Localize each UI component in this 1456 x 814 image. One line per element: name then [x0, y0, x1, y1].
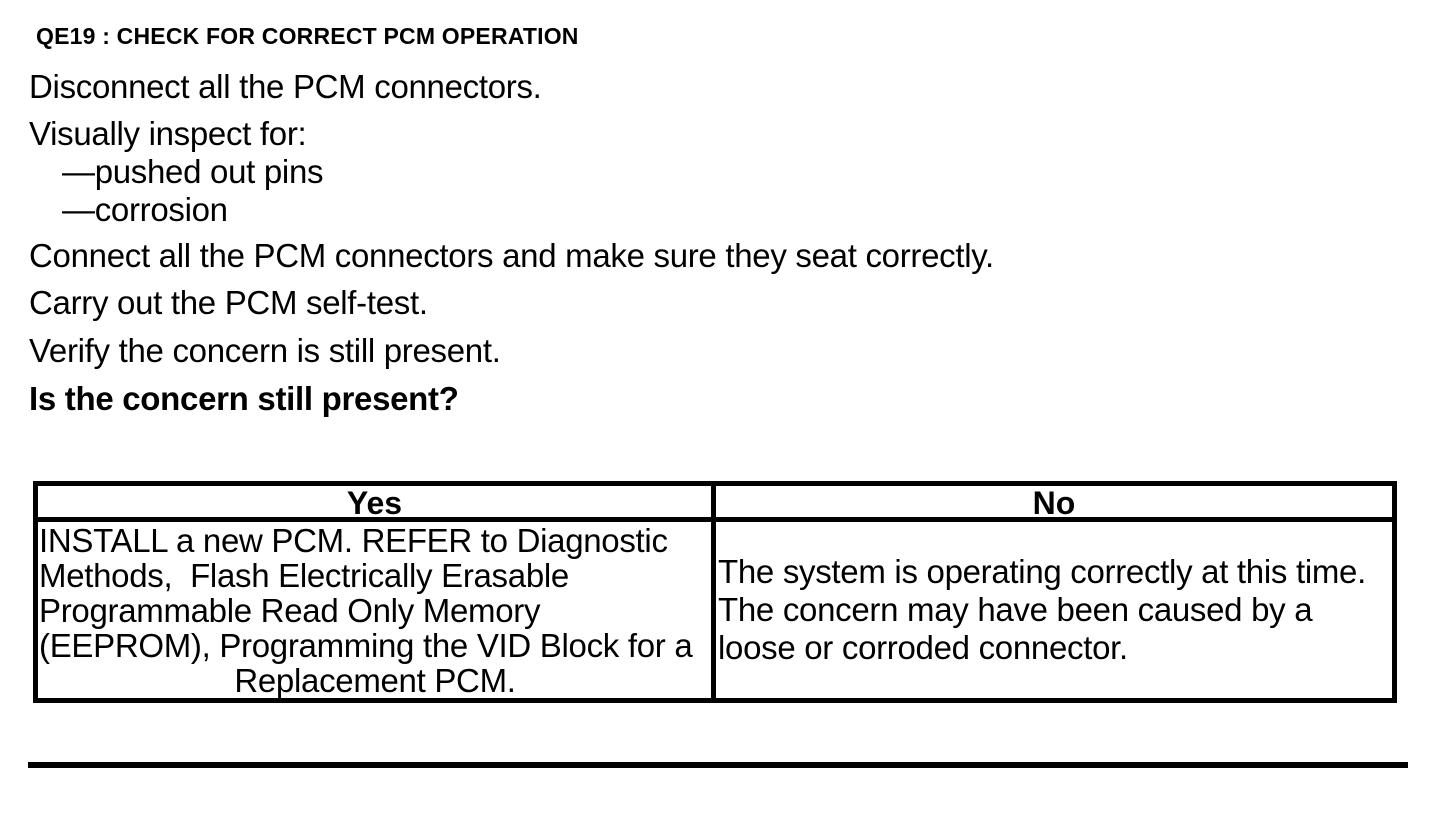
no-column-header: No	[716, 486, 1392, 522]
inspection-item-corrosion: —corrosion	[62, 191, 228, 228]
no-action-line: The system is operating correctly at thi…	[718, 553, 1366, 590]
yes-action-line: Methods, Flash Electrically Erasable	[39, 557, 569, 594]
no-action-line: loose or corroded connector.	[718, 629, 1128, 666]
yes-column-header: Yes	[38, 486, 716, 522]
yes-action-line: Programmable Read Only Memory	[39, 592, 541, 629]
no-action-line: The concern may have been caused by a	[718, 591, 1313, 628]
step-connect-text: Connect all the PCM connectors and make …	[29, 237, 994, 274]
step-verify-text: Verify the concern is still present.	[29, 332, 501, 369]
inspection-item-pushed-pins: —pushed out pins	[62, 153, 324, 190]
procedure-step-heading: QE19 : CHECK FOR CORRECT PCM OPERATION	[36, 23, 579, 49]
question-text: Is the concern still present?	[29, 380, 459, 417]
yes-action-line: INSTALL a new PCM. REFER to Diagnostic	[39, 522, 668, 559]
yes-action-line: (EEPROM), Programming the VID Block for …	[39, 627, 693, 664]
step-inspect-text: Visually inspect for:	[29, 115, 307, 152]
step-disconnect-text: Disconnect all the PCM connectors.	[29, 68, 542, 105]
no-action-cell: The system is operating correctly at thi…	[716, 522, 1392, 698]
step-selftest-text: Carry out the PCM self-test.	[29, 284, 428, 321]
yes-no-results-table: Yes No INSTALL a new PCM. REFER to Diagn…	[33, 481, 1397, 703]
page-divider-rule	[28, 762, 1408, 768]
yes-action-cell: INSTALL a new PCM. REFER to Diagnostic M…	[38, 522, 716, 698]
yes-action-line: Replacement PCM.	[234, 662, 516, 698]
